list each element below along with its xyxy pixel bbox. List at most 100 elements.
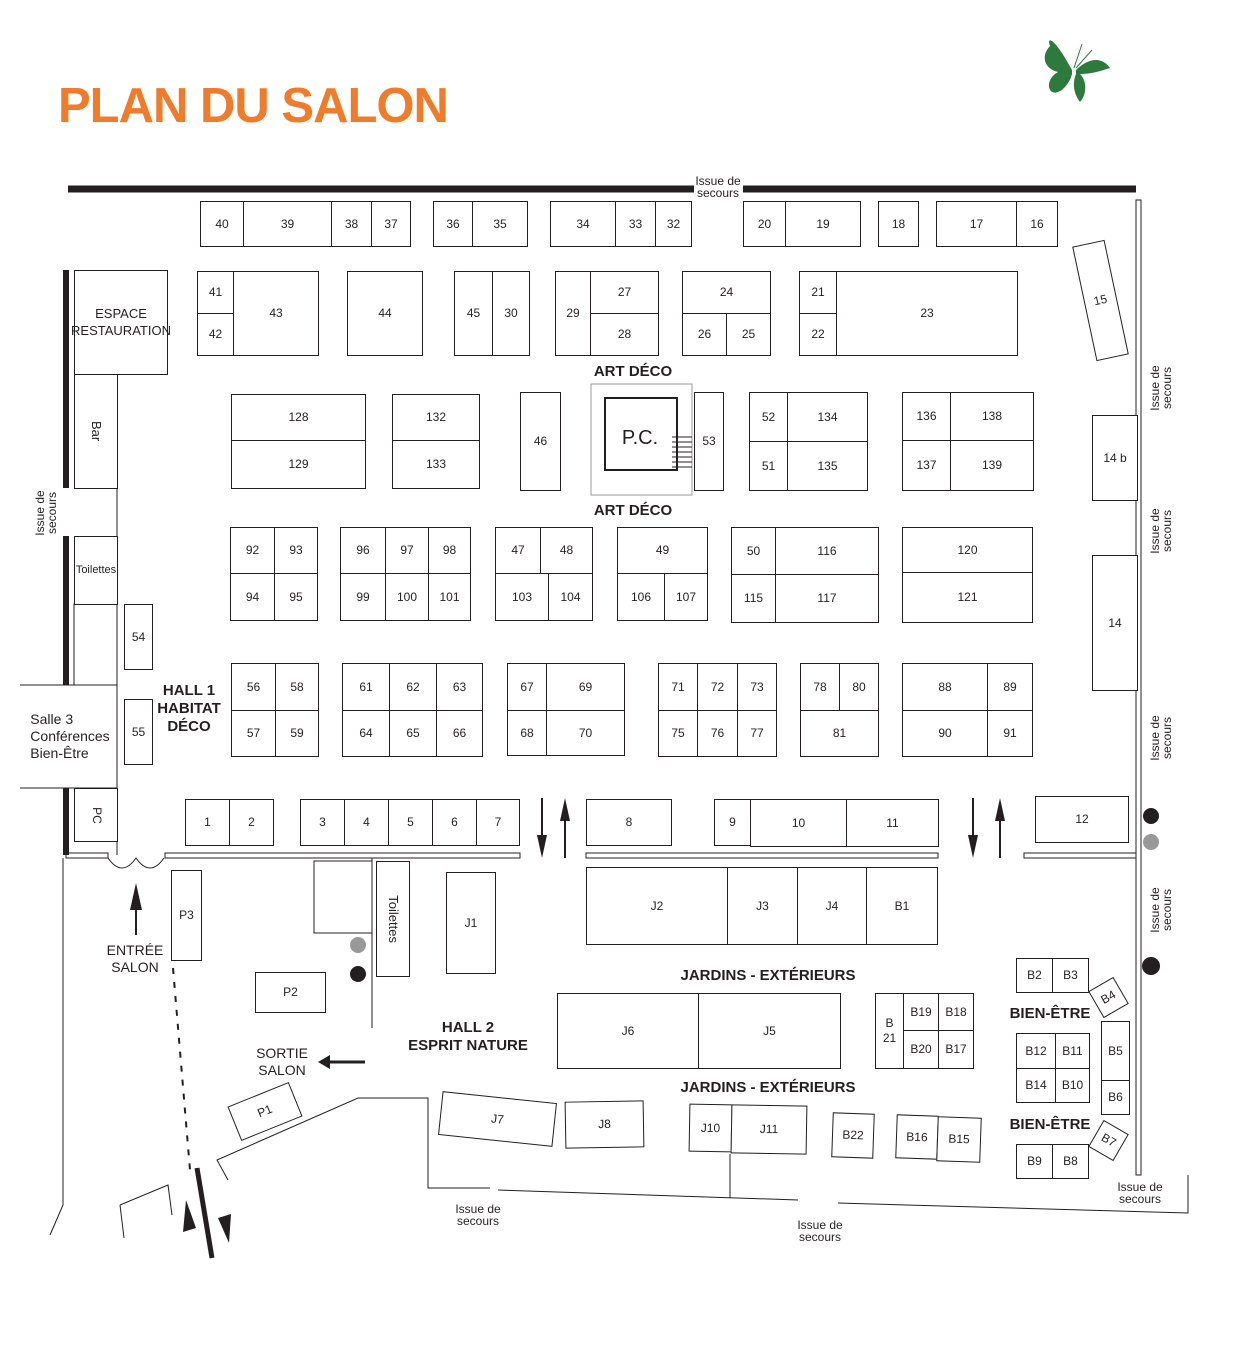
booth-10[interactable]: 10 (750, 799, 847, 847)
booth-92[interactable]: 92 (230, 527, 275, 574)
booth-30[interactable]: 30 (492, 271, 530, 356)
booth-2[interactable]: 2 (229, 799, 274, 846)
booth-j6[interactable]: J6 (557, 993, 699, 1069)
booth-7[interactable]: 7 (476, 799, 520, 846)
booth-45[interactable]: 45 (454, 271, 493, 356)
booth-25[interactable]: 25 (726, 313, 771, 356)
booth-117[interactable]: 117 (775, 574, 879, 623)
booth-121[interactable]: 121 (902, 572, 1033, 623)
booth-5[interactable]: 5 (388, 799, 433, 846)
booth-135[interactable]: 135 (787, 441, 868, 491)
booth-26[interactable]: 26 (682, 313, 727, 356)
booth-96[interactable]: 96 (340, 527, 386, 574)
booth-11[interactable]: 11 (846, 799, 939, 847)
booth-40[interactable]: 40 (200, 201, 244, 247)
booth-j4[interactable]: J4 (797, 867, 867, 945)
booth-47[interactable]: 47 (495, 527, 541, 574)
booth-89[interactable]: 89 (987, 663, 1033, 711)
booth-j5[interactable]: J5 (698, 993, 841, 1069)
booth-14[interactable]: 14 (1092, 555, 1138, 691)
booth-59[interactable]: 59 (275, 710, 319, 757)
booth-103[interactable]: 103 (495, 573, 549, 621)
booth-27[interactable]: 27 (590, 271, 659, 314)
booth-64[interactable]: 64 (342, 710, 390, 757)
booth-67[interactable]: 67 (507, 663, 547, 711)
booth-80[interactable]: 80 (839, 663, 879, 711)
booth-76[interactable]: 76 (697, 710, 738, 757)
booth-1[interactable]: 1 (185, 799, 230, 846)
booth-34[interactable]: 34 (550, 201, 616, 247)
booth-42[interactable]: 42 (197, 313, 234, 356)
booth-b20[interactable]: B20 (903, 1030, 939, 1069)
booth-p3[interactable]: P3 (171, 870, 202, 961)
booth-134[interactable]: 134 (787, 392, 868, 442)
booth-b11[interactable]: B11 (1055, 1033, 1090, 1069)
booth-107[interactable]: 107 (664, 573, 708, 621)
booth-101[interactable]: 101 (428, 573, 471, 621)
booth-48[interactable]: 48 (540, 527, 593, 574)
booth-9[interactable]: 9 (714, 799, 751, 846)
booth-99[interactable]: 99 (340, 573, 386, 621)
booth-66[interactable]: 66 (436, 710, 483, 757)
booth-21[interactable]: 21 (799, 271, 837, 314)
booth-j11[interactable]: J11 (730, 1104, 808, 1155)
booth-33[interactable]: 33 (615, 201, 656, 247)
booth-19[interactable]: 19 (785, 201, 861, 247)
booth-116[interactable]: 116 (775, 527, 879, 575)
booth-93[interactable]: 93 (274, 527, 318, 574)
booth-115[interactable]: 115 (731, 574, 776, 623)
booth-39[interactable]: 39 (243, 201, 332, 247)
booth-29[interactable]: 29 (555, 271, 591, 356)
booth-73[interactable]: 73 (737, 663, 777, 711)
booth-88[interactable]: 88 (902, 663, 988, 711)
booth-b12[interactable]: B12 (1016, 1033, 1056, 1069)
booth-j1[interactable]: J1 (446, 872, 496, 974)
booth-b10[interactable]: B10 (1055, 1068, 1090, 1103)
booth-129[interactable]: 129 (231, 440, 366, 489)
booth-128[interactable]: 128 (231, 394, 366, 441)
booth-j2[interactable]: J2 (586, 867, 728, 945)
booth-139[interactable]: 139 (950, 440, 1034, 491)
booth-b14[interactable]: B14 (1016, 1068, 1056, 1103)
booth-120[interactable]: 120 (902, 527, 1033, 573)
booth-68[interactable]: 68 (507, 710, 547, 756)
booth-133[interactable]: 133 (392, 440, 480, 489)
booth-52[interactable]: 52 (749, 392, 788, 442)
booth-63[interactable]: 63 (436, 663, 483, 711)
booth-24[interactable]: 24 (682, 271, 771, 314)
booth-b9[interactable]: B9 (1016, 1144, 1053, 1179)
booth-53[interactable]: 53 (694, 392, 724, 491)
booth-55[interactable]: 55 (124, 699, 153, 765)
booth-23[interactable]: 23 (836, 271, 1018, 356)
booth-b22[interactable]: B22 (831, 1112, 875, 1159)
booth-72[interactable]: 72 (697, 663, 738, 711)
booth-35[interactable]: 35 (472, 201, 528, 247)
booth-104[interactable]: 104 (548, 573, 593, 621)
booth-b5[interactable]: B5 (1101, 1021, 1130, 1081)
booth-6[interactable]: 6 (432, 799, 477, 846)
booth-81[interactable]: 81 (800, 710, 879, 757)
booth-b16[interactable]: B16 (895, 1114, 939, 1160)
booth-16[interactable]: 16 (1016, 201, 1058, 247)
booth-78[interactable]: 78 (800, 663, 840, 711)
booth-62[interactable]: 62 (389, 663, 437, 711)
booth-18[interactable]: 18 (878, 201, 919, 247)
booth-136[interactable]: 136 (902, 392, 951, 441)
booth-22[interactable]: 22 (799, 313, 837, 356)
booth-43[interactable]: 43 (233, 271, 319, 356)
booth-91[interactable]: 91 (987, 710, 1033, 757)
booth-50[interactable]: 50 (731, 527, 776, 575)
booth-17[interactable]: 17 (936, 201, 1017, 247)
booth-37[interactable]: 37 (371, 201, 411, 247)
booth-61[interactable]: 61 (342, 663, 390, 711)
booth-b17[interactable]: B17 (938, 1030, 974, 1069)
booth-46[interactable]: 46 (520, 392, 561, 491)
booth-j10[interactable]: J10 (688, 1103, 733, 1153)
booth-65[interactable]: 65 (389, 710, 437, 757)
booth-137[interactable]: 137 (902, 440, 951, 491)
booth-94[interactable]: 94 (230, 573, 275, 621)
booth-j3[interactable]: J3 (727, 867, 798, 945)
booth-b6[interactable]: B6 (1101, 1080, 1130, 1115)
booth-8[interactable]: 8 (586, 799, 672, 846)
booth-b1[interactable]: B1 (866, 867, 938, 945)
